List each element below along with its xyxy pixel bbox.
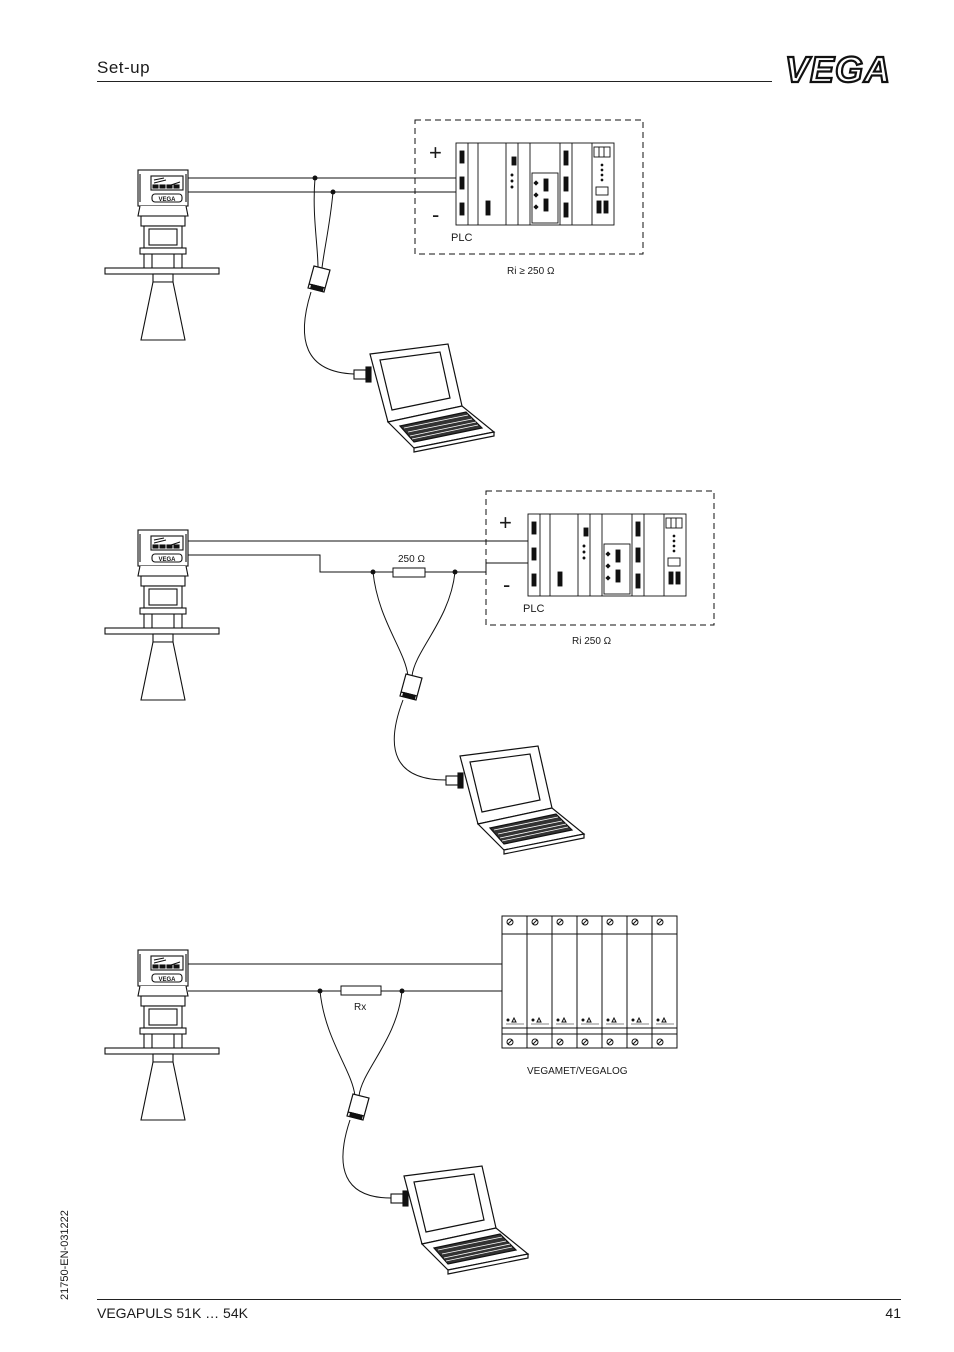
resistor-label: Rx <box>354 1002 366 1013</box>
plc-label: PLC <box>523 603 544 615</box>
svg-text:VEGA: VEGA <box>785 52 891 86</box>
figure-1: + - PLC Ri ≥ 250 Ω <box>104 119 644 453</box>
vegamet-controller-rack <box>501 915 678 1049</box>
vega-logo: VEGA <box>784 52 891 86</box>
plug-1 <box>353 366 372 383</box>
figure-2: 250 Ω + - PLC Ri 250 Ω <box>104 490 715 855</box>
page-section-title: Set-up <box>97 58 151 77</box>
interface-adapter-2 <box>399 673 423 701</box>
footer-rule <box>97 1299 901 1300</box>
plc-label: PLC <box>451 232 472 244</box>
controller-label: VEGAMET/VEGALOG <box>527 1066 628 1077</box>
plug-3 <box>390 1190 409 1207</box>
resistor-250 <box>392 567 426 578</box>
plus-terminal: + <box>429 140 442 165</box>
minus-terminal: - <box>432 202 439 227</box>
header-rule <box>97 81 772 82</box>
interface-adapter-1 <box>307 265 331 293</box>
radar-sensor-3 <box>104 949 220 1121</box>
laptop-3 <box>403 1165 529 1275</box>
minus-terminal: - <box>503 572 510 597</box>
plc-rack-1 <box>455 142 615 226</box>
plc-dashed-box <box>485 490 715 626</box>
document-number: 21750-EN-031222 <box>59 1210 71 1300</box>
ri-label: Ri ≥ 250 Ω <box>507 266 555 277</box>
plug-2 <box>445 772 464 789</box>
resistor-label: 250 Ω <box>398 554 425 565</box>
figure-3: Rx VEGAMET/VEGALOG <box>104 915 678 1275</box>
page-number: 41 <box>885 1305 901 1321</box>
laptop-2 <box>459 745 585 855</box>
resistor-rx <box>340 985 382 996</box>
interface-adapter-3 <box>346 1093 370 1121</box>
product-name: VEGAPULS 51K … 54K <box>97 1305 248 1321</box>
radar-sensor-1 <box>104 169 220 341</box>
plc-rack-2 <box>527 513 687 597</box>
ri-label: Ri 250 Ω <box>572 636 612 647</box>
plus-terminal: + <box>499 510 512 535</box>
plc-dashed-box <box>414 119 644 255</box>
laptop-1 <box>369 343 495 453</box>
